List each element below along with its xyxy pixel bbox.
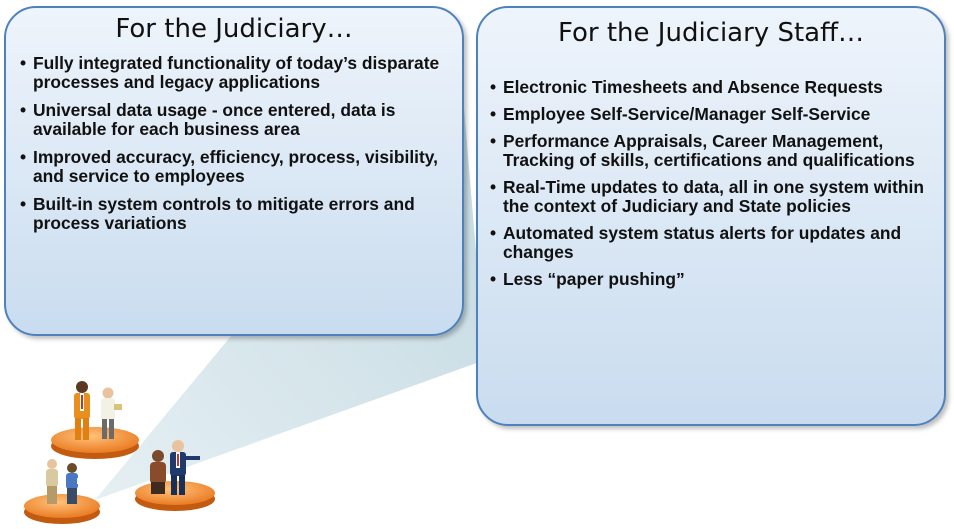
- person-man-navy-suit: [170, 440, 200, 495]
- staff-benefits-list: Electronic Timesheets and Absence Reques…: [478, 48, 944, 290]
- judiciary-benefits-panel: For the Judiciary… Fully integrated func…: [4, 6, 464, 336]
- list-item: Fully integrated functionality of today’…: [20, 54, 458, 92]
- people-on-platforms-illustration: [24, 381, 215, 524]
- person-woman-khaki: [46, 459, 58, 504]
- list-item: Universal data usage - once entered, dat…: [20, 101, 458, 139]
- list-item: Real-Time updates to data, all in one sy…: [490, 178, 940, 216]
- person-woman-brown-suit: [150, 450, 166, 494]
- list-item: Less “paper pushing”: [490, 270, 940, 290]
- list-item: Built-in system controls to mitigate err…: [20, 195, 458, 233]
- person-man-with-folder: [101, 387, 122, 439]
- judiciary-benefits-list: Fully integrated functionality of today’…: [6, 44, 462, 233]
- person-man-orange-suit: [74, 381, 90, 440]
- list-item: Electronic Timesheets and Absence Reques…: [490, 78, 940, 98]
- staff-panel-title: For the Judiciary Staff…: [557, 18, 865, 48]
- list-item: Automated system status alerts for updat…: [490, 224, 940, 262]
- list-item: Improved accuracy, efficiency, process, …: [20, 148, 458, 186]
- list-item: Performance Appraisals, Career Managemen…: [490, 132, 940, 170]
- judiciary-staff-benefits-panel: For the Judiciary Staff… Electronic Time…: [476, 6, 946, 426]
- platform-top: [51, 427, 139, 459]
- judiciary-panel-title: For the Judiciary…: [115, 14, 353, 44]
- platform-left: [24, 494, 100, 524]
- person-woman-blue-top: [66, 463, 87, 504]
- list-item: Employee Self-Service/Manager Self-Servi…: [490, 105, 940, 125]
